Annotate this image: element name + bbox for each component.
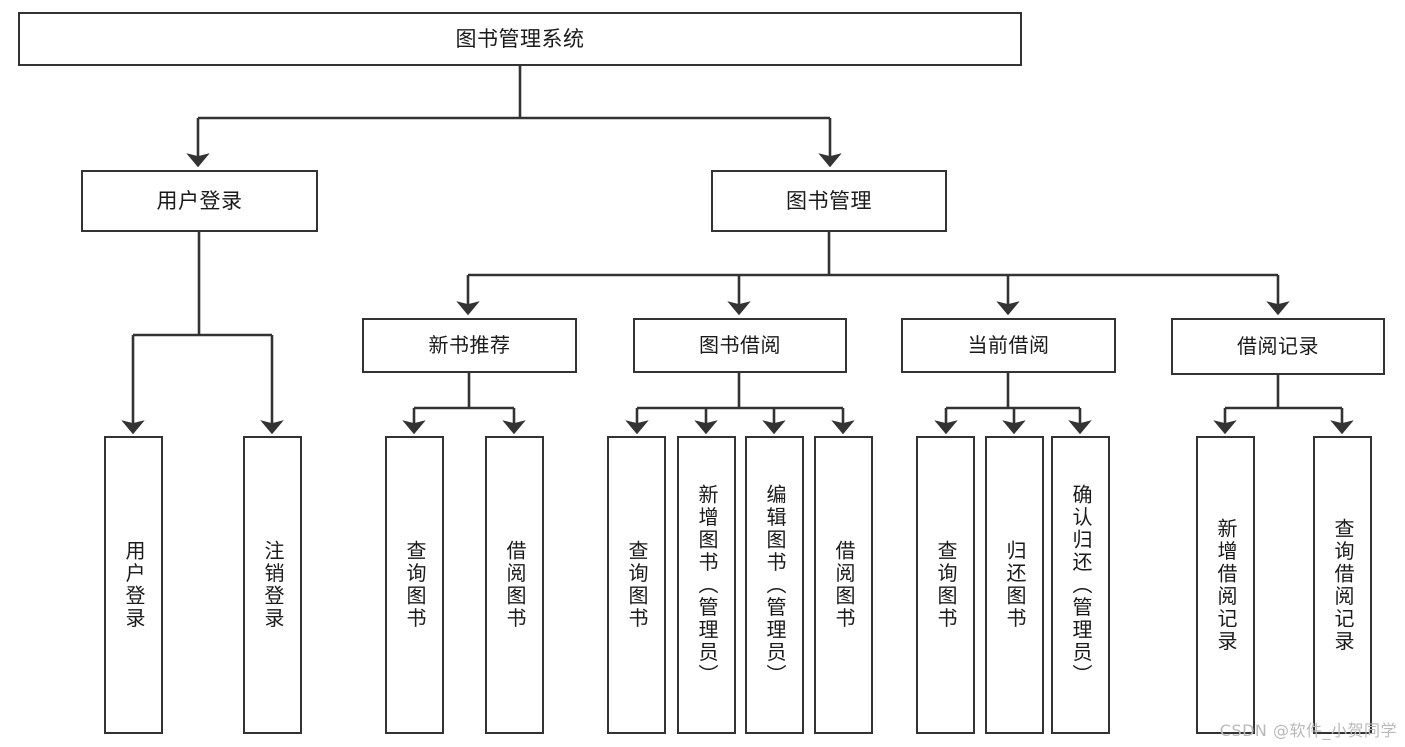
node-label: 用户登录 — [156, 188, 243, 213]
node-leaf-return-book[interactable]: 归还图书 — [985, 436, 1044, 734]
node-leaf-edit-book-admin[interactable]: 编辑图书（管理员） — [745, 436, 804, 734]
node-leaf-borrow-book-recommend[interactable]: 借阅图书 — [485, 436, 544, 734]
node-leaf-query-borrow-record[interactable]: 查询借阅记录 — [1313, 436, 1372, 734]
csdn-watermark: CSDN @软件_小贺同学 — [1219, 721, 1397, 740]
node-label: 新书推荐 — [428, 332, 511, 357]
node-leaf-borrow-book[interactable]: 借阅图书 — [814, 436, 873, 734]
node-label: 借阅图书 — [503, 540, 527, 630]
node-leaf-query-book-borrow[interactable]: 查询图书 — [607, 436, 666, 734]
node-leaf-user-login[interactable]: 用户登录 — [104, 436, 163, 734]
node-label: 新增借阅记录 — [1214, 517, 1238, 653]
node-new-book-recommend[interactable]: 新书推荐 — [362, 318, 577, 373]
node-label: 查询图书 — [403, 540, 427, 630]
node-leaf-query-book-current[interactable]: 查询图书 — [916, 436, 975, 734]
node-label: 确认归还（管理员） — [1069, 483, 1093, 687]
node-label: 图书管理 — [786, 188, 872, 213]
node-leaf-add-borrow-record[interactable]: 新增借阅记录 — [1196, 436, 1255, 734]
node-label: 注销登录 — [261, 540, 285, 630]
node-label: 新增图书（管理员） — [695, 483, 719, 687]
node-label: 编辑图书（管理员） — [763, 483, 787, 687]
node-leaf-logout[interactable]: 注销登录 — [243, 436, 302, 734]
node-book-borrow[interactable]: 图书借阅 — [633, 318, 847, 373]
node-label: 当前借阅 — [967, 332, 1050, 357]
node-label: 查询借阅记录 — [1331, 517, 1355, 653]
node-current-borrow[interactable]: 当前借阅 — [901, 318, 1116, 373]
node-label: 用户登录 — [122, 540, 146, 630]
node-label: 图书借阅 — [699, 332, 781, 357]
node-label: 借阅记录 — [1237, 333, 1319, 358]
node-label: 查询图书 — [934, 540, 958, 630]
node-label: 图书管理系统 — [455, 26, 585, 51]
node-leaf-confirm-return-admin[interactable]: 确认归还（管理员） — [1051, 436, 1110, 734]
node-leaf-query-book-recommend[interactable]: 查询图书 — [385, 436, 444, 734]
node-user-login[interactable]: 用户登录 — [81, 170, 318, 232]
node-leaf-add-book-admin[interactable]: 新增图书（管理员） — [677, 436, 736, 734]
node-borrow-record[interactable]: 借阅记录 — [1171, 318, 1385, 375]
node-label: 借阅图书 — [832, 540, 856, 630]
node-book-management[interactable]: 图书管理 — [711, 170, 947, 232]
node-label: 归还图书 — [1003, 540, 1027, 630]
node-root-book-management-system[interactable]: 图书管理系统 — [18, 12, 1022, 66]
node-label: 查询图书 — [625, 540, 649, 630]
